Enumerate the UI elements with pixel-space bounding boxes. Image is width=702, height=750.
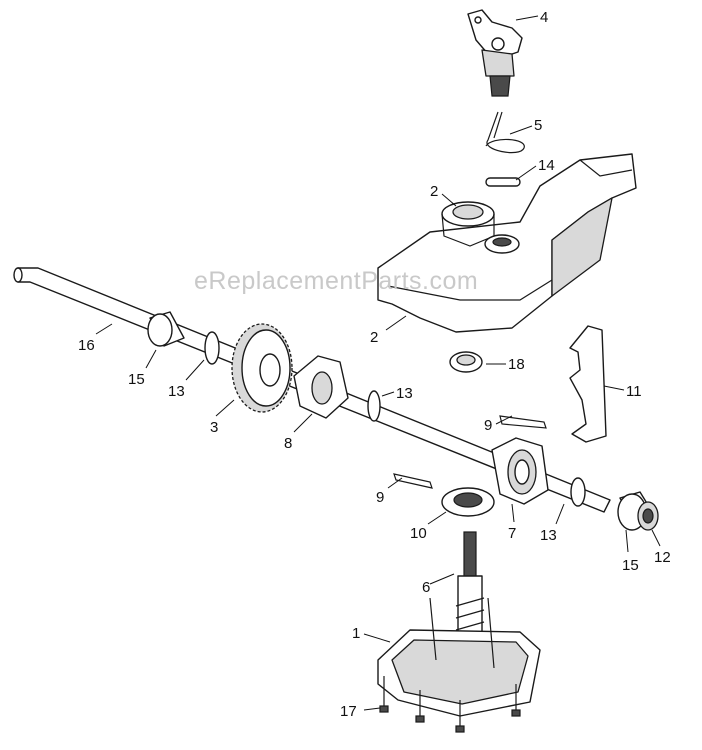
part-3-gear (231, 323, 293, 413)
part-13-washer-middle (367, 390, 381, 422)
callout-18: 18 (508, 356, 525, 373)
part-14-pin (485, 177, 521, 187)
part-12-seal-right (637, 501, 659, 531)
callout-16: 16 (78, 337, 95, 354)
callout-6: 6 (422, 579, 430, 596)
part-1-base-housing (377, 597, 541, 717)
callout-10: 10 (410, 525, 427, 542)
callout-13-middle: 13 (396, 385, 413, 402)
callout-14: 14 (538, 157, 555, 174)
part-5-spring (485, 111, 525, 154)
callout-1: 1 (352, 625, 360, 642)
part-13-washer-left (204, 331, 220, 365)
callout-5: 5 (534, 117, 542, 134)
part-2-housing (377, 153, 637, 333)
callout-13-right: 13 (540, 527, 557, 544)
callout-9-upper: 9 (484, 417, 492, 434)
callout-2-top: 2 (430, 183, 438, 200)
part-10-bearing (441, 487, 495, 517)
part-15-bushing-left (147, 311, 185, 347)
part-17-screws (379, 676, 521, 733)
callout-12: 12 (654, 549, 671, 566)
leader-lines (95, 15, 661, 711)
callout-7: 7 (508, 525, 516, 542)
callout-15-right: 15 (622, 557, 639, 574)
callout-8: 8 (284, 435, 292, 452)
callout-2-bottom: 2 (370, 329, 378, 346)
part-9-clip-upper (499, 415, 547, 429)
callout-15-left: 15 (128, 371, 145, 388)
callout-17: 17 (340, 703, 357, 720)
part-7-clutch (491, 437, 549, 505)
part-4-sensor (467, 9, 523, 97)
part-13-washer-right (570, 477, 586, 507)
callout-4: 4 (540, 9, 548, 26)
watermark: eReplacementParts.com (194, 267, 478, 295)
part-8-collar (293, 355, 349, 419)
part-11-fork-plate (569, 325, 607, 443)
callout-11: 11 (626, 383, 642, 400)
part-18-seal (449, 351, 483, 373)
part-9-clip-lower (393, 473, 433, 489)
callout-13-left: 13 (168, 383, 185, 400)
callout-9-lower: 9 (376, 489, 384, 506)
callout-3: 3 (210, 419, 218, 436)
